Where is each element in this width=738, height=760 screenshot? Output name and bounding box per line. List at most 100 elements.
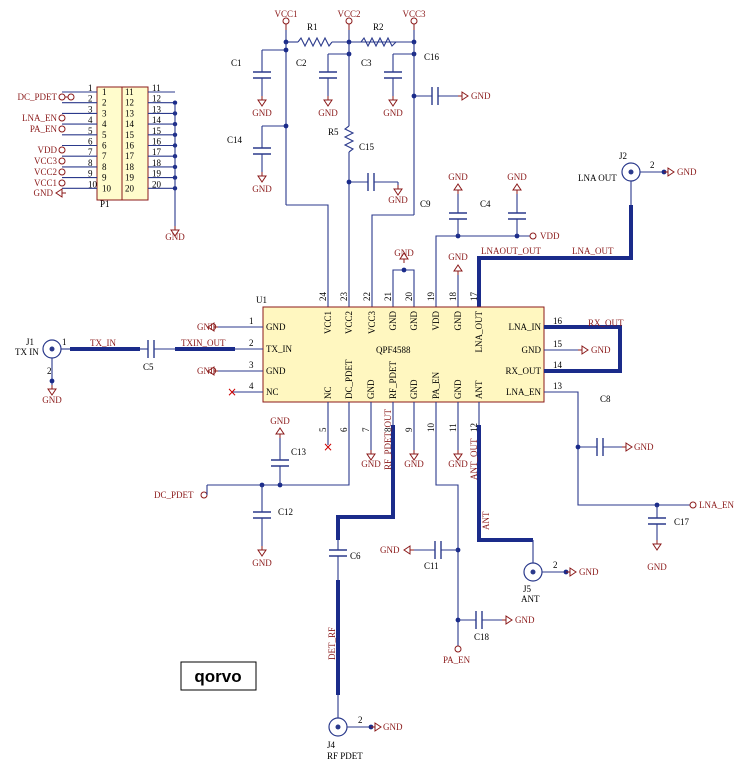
c12-label: C12 bbox=[278, 507, 293, 517]
p1-inner-right-14: 14 bbox=[125, 119, 135, 129]
chip-part: QPF4588 bbox=[376, 345, 411, 355]
pin-name-top-17: LNA_OUT bbox=[474, 311, 484, 353]
net-lna-en-p1: LNA_EN bbox=[22, 113, 57, 123]
p1-inner-left-6: 6 bbox=[102, 141, 107, 151]
svg-text:GND: GND bbox=[42, 395, 62, 405]
pin-num-left-3: 3 bbox=[249, 360, 254, 370]
j2-ref: J2 bbox=[619, 151, 627, 161]
connector-j5: GND 2 J5 ANT bbox=[521, 560, 599, 604]
pin-name-left-4: NC bbox=[266, 387, 279, 397]
svg-text:GND: GND bbox=[448, 172, 468, 182]
c17-label: C17 bbox=[674, 517, 690, 527]
c6-label: C6 bbox=[350, 551, 361, 561]
net-vdd-p1: VDD bbox=[38, 145, 58, 155]
p1-outer-right-17: 17 bbox=[152, 147, 162, 157]
p1-outer-left-3: 3 bbox=[88, 104, 93, 114]
pin-name-bottom-9: GND bbox=[409, 379, 419, 399]
p1-outer-right-12: 12 bbox=[152, 94, 161, 104]
pin-name-right-16: LNA_IN bbox=[509, 322, 542, 332]
p1-inner-right-15: 15 bbox=[125, 130, 135, 140]
c2-label: C2 bbox=[296, 58, 307, 68]
svg-text:2: 2 bbox=[553, 560, 558, 570]
vcc2-label: VCC2 bbox=[337, 9, 360, 19]
p1-outer-left-2: 2 bbox=[88, 94, 93, 104]
pin-num-right-16: 16 bbox=[553, 316, 563, 326]
p1-outer-left-7: 7 bbox=[88, 147, 93, 157]
pin-name-right-15: GND bbox=[522, 345, 542, 355]
net-gnd-p1: GND bbox=[34, 188, 54, 198]
pin-name-top-18: GND bbox=[453, 311, 463, 331]
svg-text:GND: GND bbox=[318, 108, 338, 118]
pin-name-bottom-6: DC_PDET bbox=[344, 359, 354, 399]
p1-outer-right-15: 15 bbox=[152, 126, 162, 136]
logo-frame bbox=[180, 661, 257, 691]
p1-outer-right-16: 16 bbox=[152, 137, 162, 147]
p1-inner-right-18: 18 bbox=[125, 162, 135, 172]
net-txin-out: TXIN_OUT bbox=[181, 338, 226, 348]
p1-outer-right-11: 11 bbox=[152, 83, 161, 93]
p1-inner-left-1: 1 bbox=[102, 87, 107, 97]
net-det-rf: DET_RF bbox=[327, 627, 337, 660]
net-lna-out: LNA_OUT bbox=[572, 246, 614, 256]
svg-text:GND: GND bbox=[270, 416, 290, 426]
pin-num-top-19: 19 bbox=[426, 292, 436, 302]
connector-j2: GND 2 J2 LNA OUT bbox=[578, 151, 697, 205]
svg-text:GND: GND bbox=[448, 252, 468, 262]
connector-j1: GND 1 2 J1 TX IN bbox=[15, 337, 70, 405]
p1-inner-left-5: 5 bbox=[102, 130, 107, 140]
c1-label: C1 bbox=[231, 58, 242, 68]
svg-text:GND: GND bbox=[404, 459, 424, 469]
r5-label: R5 bbox=[328, 127, 339, 137]
c8-label: C8 bbox=[600, 394, 611, 404]
p1-inner-right-16: 16 bbox=[125, 141, 135, 151]
p1-ref: P1 bbox=[100, 199, 110, 209]
svg-text:2: 2 bbox=[650, 160, 655, 170]
p1-inner-right-20: 20 bbox=[125, 183, 135, 193]
pin-num-right-15: 15 bbox=[553, 339, 563, 349]
p1-outer-left-9: 9 bbox=[88, 169, 93, 179]
svg-text:GND: GND bbox=[677, 167, 697, 177]
svg-text:GND: GND bbox=[507, 172, 527, 182]
j2-label: LNA OUT bbox=[578, 173, 617, 183]
pin-name-right-13: LNA_EN bbox=[506, 387, 541, 397]
resistor-r5 bbox=[343, 125, 355, 153]
j1-ref: J1 bbox=[26, 337, 34, 347]
c14-label: C14 bbox=[227, 135, 243, 145]
p1-inner-right-11: 11 bbox=[125, 87, 134, 97]
pin-name-left-1: GND bbox=[266, 322, 286, 332]
p1-outer-left-1: 1 bbox=[88, 83, 93, 93]
svg-text:GND: GND bbox=[252, 108, 272, 118]
pin-num-bottom-11: 11 bbox=[448, 423, 458, 432]
svg-text:GND: GND bbox=[252, 184, 272, 194]
net-pa-en-p1: PA_EN bbox=[30, 124, 58, 134]
svg-text:2: 2 bbox=[47, 366, 52, 376]
p1-outer-left-4: 4 bbox=[88, 115, 93, 125]
p1-outer-left-5: 5 bbox=[88, 126, 93, 136]
pin-num-bottom-8: 8 bbox=[383, 427, 393, 432]
pin-name-bottom-7: GND bbox=[366, 379, 376, 399]
pin-num-right-14: 14 bbox=[553, 360, 563, 370]
net-dc-pdet-p1: DC_PDET bbox=[17, 92, 57, 102]
pin-name-bottom-10: PA_EN bbox=[431, 371, 441, 399]
c5-label: C5 bbox=[143, 362, 154, 372]
qorvo-logo: qorvo bbox=[194, 667, 241, 686]
pin-num-top-21: 21 bbox=[383, 292, 393, 301]
j4-ref: J4 bbox=[327, 740, 336, 750]
pin-num-left-1: 1 bbox=[249, 316, 254, 326]
p1-inner-left-2: 2 bbox=[102, 98, 107, 108]
pin-num-left-2: 2 bbox=[249, 338, 254, 348]
svg-text:GND: GND bbox=[394, 248, 414, 258]
resistor-r1 bbox=[297, 36, 333, 48]
pin-name-top-20: GND bbox=[409, 311, 419, 331]
j4-label: RF PDET bbox=[327, 751, 363, 760]
p1-inner-right-12: 12 bbox=[125, 98, 134, 108]
pin-name-top-24: VCC1 bbox=[323, 311, 333, 334]
net-ant-out: ANT_OUT bbox=[469, 438, 479, 480]
net-vcc2-p1: VCC2 bbox=[34, 167, 57, 177]
pin-num-top-23: 23 bbox=[339, 292, 349, 302]
net-lna-en-right: LNA_EN bbox=[699, 500, 734, 510]
svg-text:GND: GND bbox=[383, 108, 403, 118]
p1-outer-left-10: 10 bbox=[88, 179, 98, 189]
net-vcc1-p1: VCC1 bbox=[34, 178, 57, 188]
